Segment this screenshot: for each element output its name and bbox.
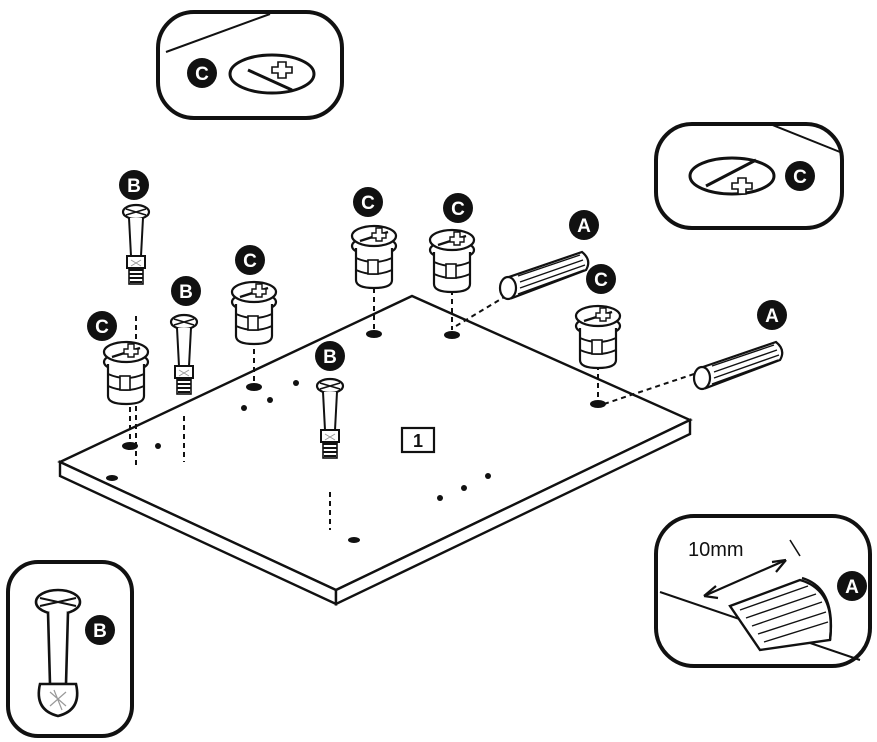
label-badge-a: A <box>569 210 599 240</box>
svg-text:C: C <box>361 193 375 214</box>
cam-lock-3 <box>230 280 278 346</box>
cam-lock-2 <box>428 228 476 294</box>
svg-text:1: 1 <box>413 431 423 451</box>
label-badge-b: B <box>119 170 149 200</box>
inset-cam-lock-left: C <box>156 10 344 120</box>
label-badge-c: C <box>235 245 265 275</box>
svg-text:B: B <box>179 282 193 303</box>
label-badge-b: B <box>171 276 201 306</box>
svg-text:C: C <box>95 317 109 338</box>
label-badge-c: C <box>87 311 117 341</box>
panel-board <box>57 294 693 606</box>
svg-text:C: C <box>243 251 257 272</box>
svg-text:B: B <box>93 621 107 642</box>
label-badge-b: B <box>315 341 345 371</box>
inset-cam-lock-right: C <box>654 122 844 230</box>
svg-text:C: C <box>594 270 608 291</box>
svg-text:C: C <box>451 199 465 220</box>
label-badge-c: C <box>443 193 473 223</box>
label-badge-c: C <box>586 264 616 294</box>
inset-dowel-depth: 10mm A <box>654 514 872 668</box>
cam-bolt-1 <box>121 203 151 286</box>
panel-number-box: 1 <box>400 426 436 454</box>
dowel-1 <box>498 250 590 301</box>
cam-lock-4 <box>574 304 622 370</box>
svg-text:A: A <box>845 577 859 598</box>
inset-cam-bolt: B <box>6 560 134 738</box>
label-badge-a: A <box>757 300 787 330</box>
dowel-2 <box>692 340 784 391</box>
svg-text:A: A <box>765 306 779 327</box>
cam-lock-5 <box>102 340 150 406</box>
svg-text:A: A <box>577 216 591 237</box>
svg-text:C: C <box>195 64 209 85</box>
board-holes <box>106 330 606 543</box>
cam-bolt-2 <box>169 313 199 396</box>
measurement-label: 10mm <box>688 539 744 561</box>
svg-text:B: B <box>323 347 337 368</box>
svg-text:C: C <box>793 167 807 188</box>
label-badge-c: C <box>353 187 383 217</box>
cam-lock-1 <box>350 224 398 290</box>
svg-text:B: B <box>127 176 141 197</box>
